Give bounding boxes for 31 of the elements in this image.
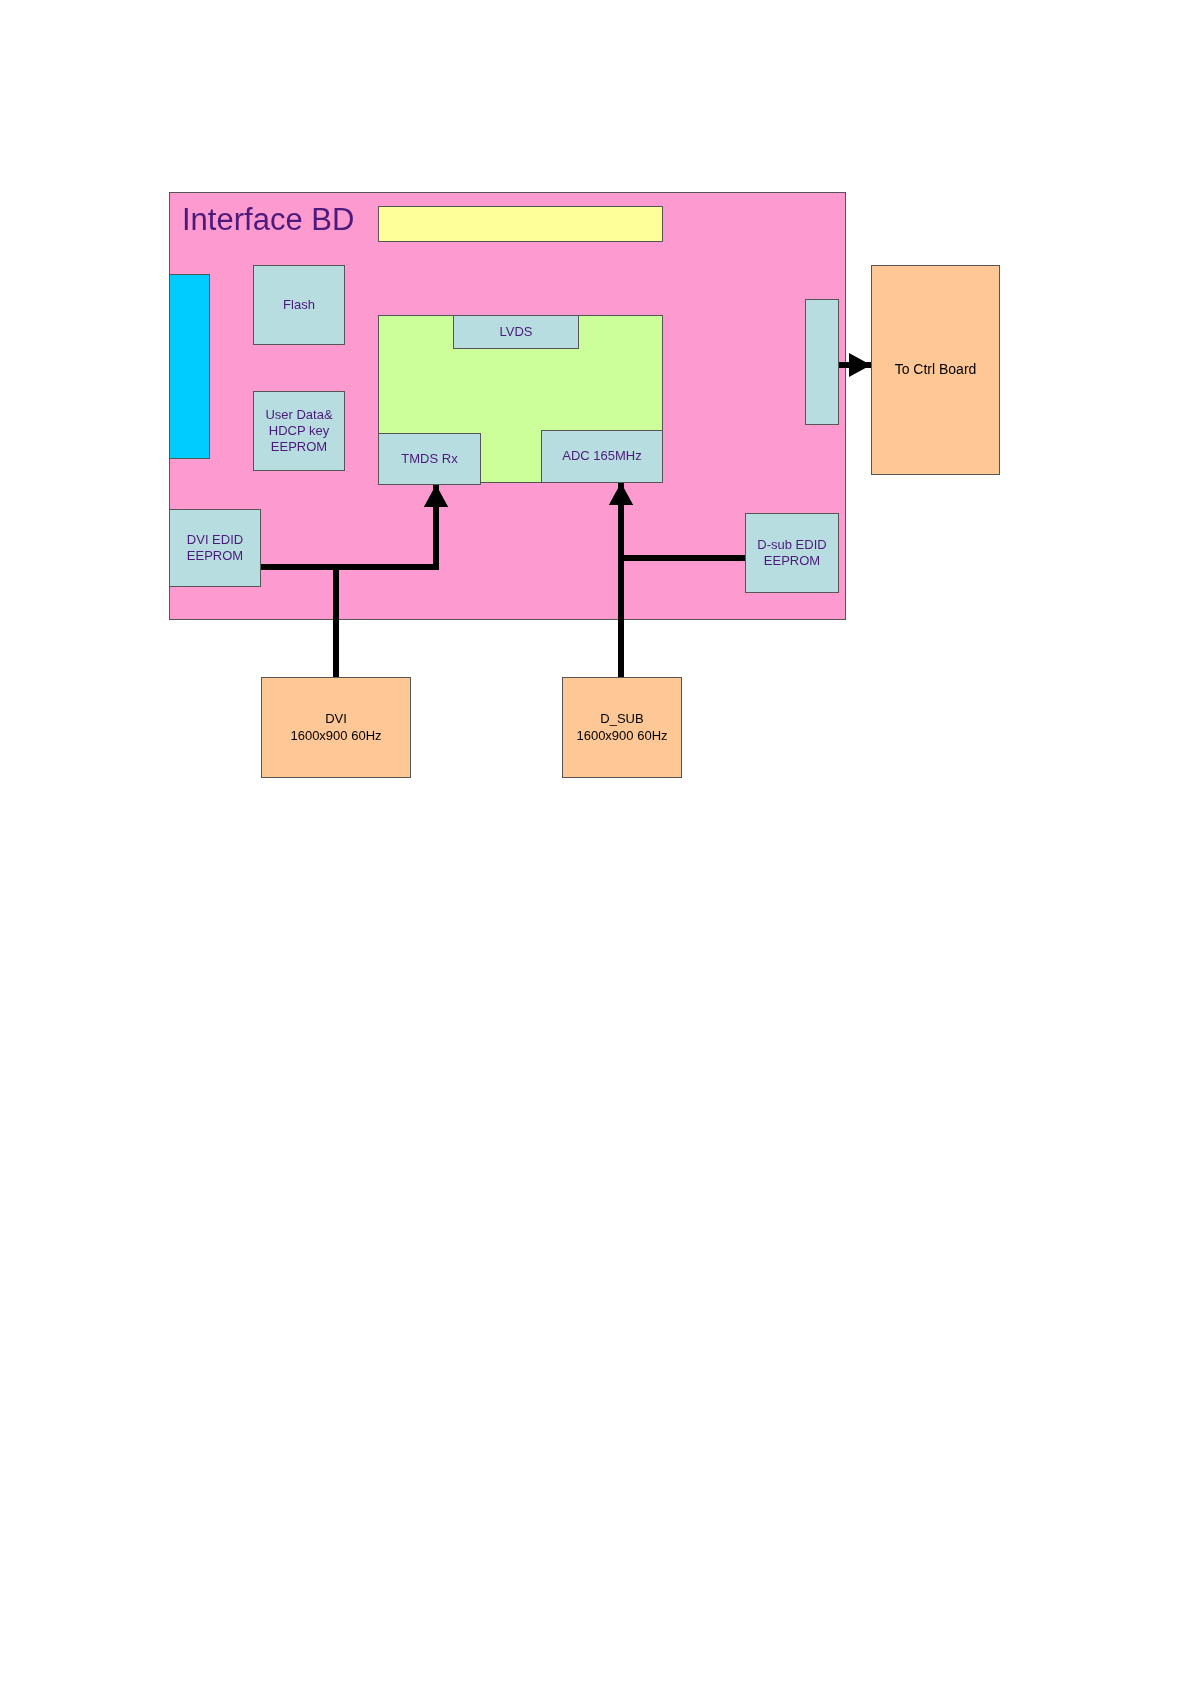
connector-bar bbox=[169, 274, 210, 459]
box-label: D_SUB bbox=[599, 711, 645, 728]
box-label: DVI bbox=[324, 711, 348, 728]
port-box bbox=[261, 677, 411, 778]
board-box bbox=[871, 265, 1000, 475]
chip-box bbox=[253, 391, 345, 471]
box-label: User Data& HDCP key EEPROM bbox=[264, 406, 334, 456]
port-box bbox=[562, 677, 682, 778]
block-box bbox=[378, 433, 481, 485]
connector-bar bbox=[805, 299, 839, 425]
box-label: LVDS bbox=[498, 323, 534, 341]
box-label: TMDS Rx bbox=[400, 450, 459, 468]
connector-arrow bbox=[261, 485, 448, 570]
connector-arrow bbox=[839, 353, 871, 377]
box-label: 1600x900 60Hz bbox=[289, 727, 383, 744]
box-label: ADC 165MHz bbox=[561, 448, 643, 465]
box-label: Flash bbox=[282, 296, 316, 314]
block-box bbox=[541, 430, 663, 483]
block-box bbox=[453, 315, 579, 349]
box-label: DVI EDID EEPROM bbox=[185, 531, 245, 565]
board-panel bbox=[169, 192, 846, 620]
chip-box bbox=[745, 513, 839, 593]
processor-box bbox=[378, 315, 663, 483]
chip-box bbox=[169, 509, 261, 587]
connector-arrow bbox=[609, 483, 745, 561]
chip-box bbox=[253, 265, 345, 345]
board-title: Interface BD bbox=[181, 201, 356, 239]
box-label: To Ctrl Board bbox=[893, 361, 978, 379]
box-label: 1600x900 60Hz bbox=[575, 727, 669, 744]
label-strip bbox=[378, 206, 663, 242]
box-label: D-sub EDID EEPROM bbox=[756, 536, 828, 570]
